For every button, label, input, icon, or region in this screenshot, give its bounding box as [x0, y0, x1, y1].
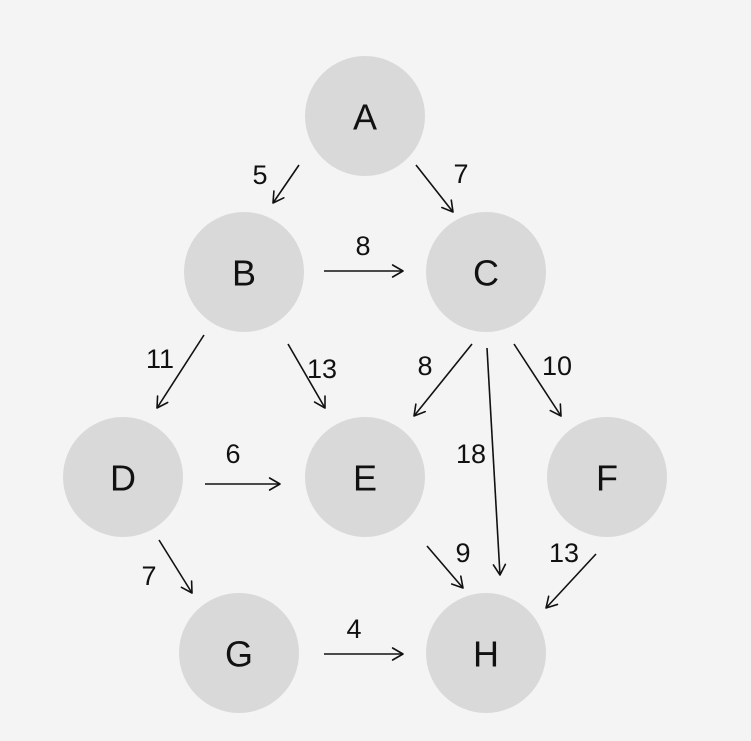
- node-f: F: [547, 417, 667, 537]
- edge-c-e-weight: 8: [417, 351, 432, 381]
- node-f-circle: [547, 417, 667, 537]
- edge-d-e-arrowhead: [268, 477, 281, 491]
- edge-a-c: 7: [415, 159, 469, 213]
- edge-a-b: 5: [252, 160, 300, 204]
- edge-c-e-arrowhead: [413, 403, 426, 417]
- edge-b-e-weight: 13: [307, 354, 337, 384]
- node-a-label: A: [353, 97, 377, 138]
- node-c-circle: [426, 212, 546, 332]
- node-b-label: B: [232, 253, 256, 294]
- edge-f-h-weight: 13: [549, 538, 579, 568]
- edge-b-d: 11: [146, 334, 205, 409]
- edges-layer: 5 7 8 11 13 8 18 10 6 7 9 13 4: [141, 159, 597, 661]
- nodes-layer: A B C D E F G H: [63, 56, 667, 713]
- edge-a-b-arrowhead: [272, 190, 285, 204]
- edge-d-g-line: [158, 539, 193, 594]
- node-g-label: G: [225, 634, 253, 675]
- node-d-circle: [63, 417, 183, 537]
- edge-d-g: 7: [141, 539, 193, 594]
- node-e-circle: [305, 417, 425, 537]
- node-g: G: [179, 593, 299, 713]
- node-e-label: E: [353, 458, 377, 499]
- edge-b-c: 8: [324, 231, 404, 278]
- edge-b-c-weight: 8: [355, 231, 370, 261]
- node-a-circle: [305, 56, 425, 176]
- edge-g-h-arrowhead: [391, 647, 404, 661]
- edge-c-e-line: [413, 343, 473, 417]
- edge-d-e: 6: [205, 439, 281, 491]
- edge-b-e: 13: [287, 343, 337, 409]
- edge-a-c-arrowhead: [441, 199, 454, 213]
- edge-f-h: 13: [545, 538, 597, 609]
- edge-b-d-weight: 11: [146, 344, 174, 374]
- edge-b-d-line: [156, 334, 205, 409]
- edge-c-f-line: [513, 343, 562, 417]
- edge-a-b-weight: 5: [252, 160, 267, 190]
- edge-f-h-line: [545, 553, 597, 609]
- node-c-label: C: [473, 253, 499, 294]
- node-c: C: [426, 212, 546, 332]
- edge-c-f-arrowhead: [549, 403, 562, 417]
- edge-b-c-arrowhead: [391, 264, 404, 278]
- edge-c-h-weight: 18: [456, 439, 486, 469]
- edge-c-h: 18: [456, 347, 507, 576]
- edge-f-h-arrowhead: [545, 595, 559, 609]
- edge-c-f-weight: 10: [542, 351, 572, 381]
- node-b-circle: [184, 212, 304, 332]
- node-f-label: F: [596, 458, 618, 499]
- edge-e-h-weight: 9: [455, 538, 470, 568]
- edge-g-h: 4: [324, 614, 404, 661]
- node-h-label: H: [473, 634, 499, 675]
- edge-a-b-line: [272, 164, 300, 204]
- edge-b-d-arrowhead: [156, 395, 169, 409]
- edge-a-c-weight: 7: [453, 159, 468, 189]
- node-g-circle: [179, 593, 299, 713]
- edge-d-g-arrowhead: [180, 580, 193, 594]
- node-h-circle: [426, 593, 546, 713]
- node-b: B: [184, 212, 304, 332]
- edge-d-g-weight: 7: [141, 561, 156, 591]
- edge-c-f: 10: [513, 343, 572, 417]
- edge-g-h-weight: 4: [346, 614, 361, 644]
- node-h: H: [426, 593, 546, 713]
- edge-b-e-arrowhead: [313, 395, 326, 409]
- edge-b-e-line: [287, 343, 326, 409]
- edge-c-h-arrowhead: [492, 563, 507, 576]
- edge-d-e-weight: 6: [225, 439, 240, 469]
- node-d-label: D: [110, 458, 136, 499]
- edge-a-c-line: [415, 164, 454, 213]
- node-a: A: [305, 56, 425, 176]
- node-d: D: [63, 417, 183, 537]
- edge-e-h: 9: [426, 538, 471, 589]
- edge-c-e: 8: [413, 343, 473, 417]
- edge-e-h-arrowhead: [450, 575, 464, 589]
- edge-c-h-line: [486, 347, 501, 576]
- node-e: E: [305, 417, 425, 537]
- edge-e-h-line: [426, 545, 464, 589]
